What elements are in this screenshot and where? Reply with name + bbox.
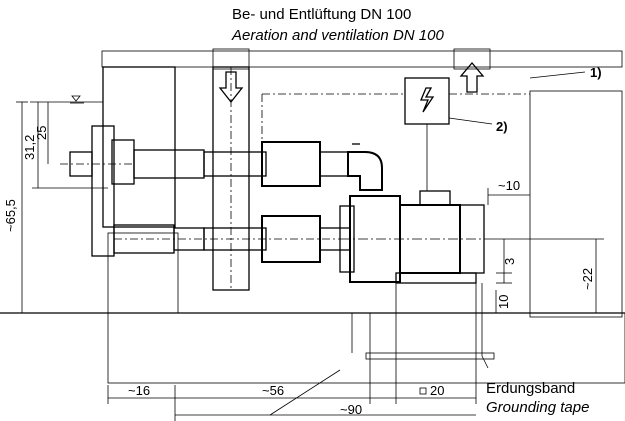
- grounding-label-en: Grounding tape: [486, 399, 589, 416]
- title-en: Aeration and ventilation DN 100: [231, 27, 444, 44]
- dim-3: [496, 239, 512, 284]
- ref-label-1: 1): [590, 65, 602, 80]
- dim-label-10-top: ~10: [498, 178, 520, 193]
- ref2-leader: [448, 117, 493, 125]
- dim-chain-bottom: [107, 313, 477, 421]
- dim-label-56: ~56: [262, 383, 284, 398]
- pump-unit: [339, 190, 490, 284]
- upper-pipe: [133, 141, 383, 191]
- dim-31-2: [32, 102, 108, 189]
- dim-label-31-2: 31,2: [22, 135, 37, 160]
- dim-label-90: ~90: [340, 402, 362, 417]
- square-icon: [419, 387, 427, 395]
- dim-10-top: [487, 188, 530, 205]
- grounding-label-de: Erdungsband: [486, 380, 575, 397]
- ref-label-2: 2): [496, 119, 508, 134]
- cable-lines: [60, 93, 530, 240]
- aeration-pipe: [212, 66, 250, 291]
- arrow-down-icon: [218, 71, 244, 104]
- lightning-bolt-icon: [420, 87, 435, 113]
- dim-22: [490, 238, 604, 313]
- ref1-leader: [529, 71, 586, 79]
- dim-label-22: ~22: [580, 268, 595, 290]
- skimmer-flange: [69, 125, 135, 257]
- dim-label-10-small: 10: [496, 295, 511, 309]
- floor-slab: [0, 232, 625, 384]
- title-de: Be- und Entlüftung DN 100: [232, 6, 411, 23]
- dim-65-5: [16, 101, 28, 314]
- dim-label-16: ~16: [128, 383, 150, 398]
- water-level-icon: [70, 95, 84, 104]
- top-slab: [101, 48, 623, 70]
- arrow-up-icon: [459, 61, 485, 93]
- dim-label-3: 3: [502, 258, 517, 265]
- right-wall: [529, 90, 623, 318]
- grounding-tape: [351, 283, 495, 369]
- dim-label-25: 25: [34, 126, 49, 140]
- control-box: [404, 77, 450, 125]
- pool-wall: [30, 66, 176, 228]
- dim-label-65-5: ~65,5: [3, 199, 18, 232]
- dim-label-20: 20: [430, 383, 444, 398]
